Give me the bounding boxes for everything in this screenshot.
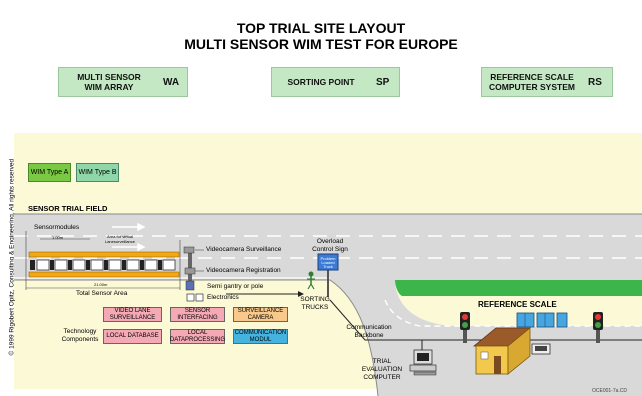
legend-label: MULTI SENSOR WIM ARRAY [77,72,141,92]
sensor-modules [36,259,176,271]
legend-wim-array: MULTI SENSOR WIM ARRAY WA [58,67,188,97]
sensor-trial-field-label: SENSOR TRIAL FIELD [28,204,108,213]
total-sensor-area-label: Total Sensor Area [76,290,128,297]
videocamera-registration-label: Videocamera Registration [206,267,281,274]
videocamera-surveillance-label: Videocamera Surveillance [206,246,282,253]
legend-abbr: SP [376,76,390,88]
legend-label: SORTING POINT [287,77,355,87]
communication-backbone [329,299,642,341]
wim-type-b-box: WIM Type B [76,163,119,182]
component-sensor-interfacing: SENSOR INTERFACING [170,307,225,322]
component-video-lane-surveillance: VIDEO LANE SURVEILLANCE [103,307,162,322]
sign-text: Problem Loaded Truck [320,256,336,269]
semi-gantry-label: Semi gantry or pole [207,283,264,290]
legend-reference-scale: REFERENCE SCALE COMPUTER SYSTEM RS [481,67,613,97]
sorting-trucks-label: SORTING TRUCKS [300,296,330,311]
page-title: TOP TRIAL SITE LAYOUT [236,20,406,36]
sensormodules-label: Sensormodules [34,224,80,231]
trial-evaluation-computer-label: TRIAL EVALUATION COMPUTER [361,358,403,381]
component-surveillance-camera: SURVEILLANCE CAMERA [233,307,288,322]
dimension-total-label: 21.00m [94,282,108,287]
legend-abbr: RS [588,76,602,88]
electronics-label: Electronics [207,294,239,301]
virtual-lane-area-label: Area for virtual Lanesurveillance [104,234,136,244]
dimension-module-label: 1.00m [52,235,64,240]
traffic-light-left [460,312,470,343]
figure-reference: OCE001-7a.CD [592,388,628,394]
component-local-database: LOCAL DATABASE [103,329,162,344]
reference-scale-label: REFERENCE SCALE [478,300,557,309]
legend-label: REFERENCE SCALE COMPUTER SYSTEM [489,72,575,92]
page-subtitle: MULTI SENSOR WIM TEST FOR EUROPE [184,36,458,52]
reference-scale-plates [516,312,568,328]
sensor-bar-bottom [28,271,180,278]
trial-evaluation-computer [409,349,437,376]
control-house [472,327,532,375]
overload-sign-label: Overload Control Sign [312,238,348,253]
wim-type-a-box: WIM Type A [28,163,71,182]
sensor-bar-top [28,251,180,258]
legend-abbr: WA [163,76,180,88]
green-median [395,280,642,296]
legend-sorting-point: SORTING POINT SP [271,67,400,97]
communication-backbone-label: Communication Backbone [346,324,392,339]
component-local-dataprocessing: LOCAL DATAPROCESSING [169,329,226,344]
component-communication-modul: COMMUNICATION MODUL [233,329,288,344]
overload-sign-board [317,253,339,271]
traffic-light-right [593,312,603,343]
technology-components-label: Technology Components [61,328,99,343]
